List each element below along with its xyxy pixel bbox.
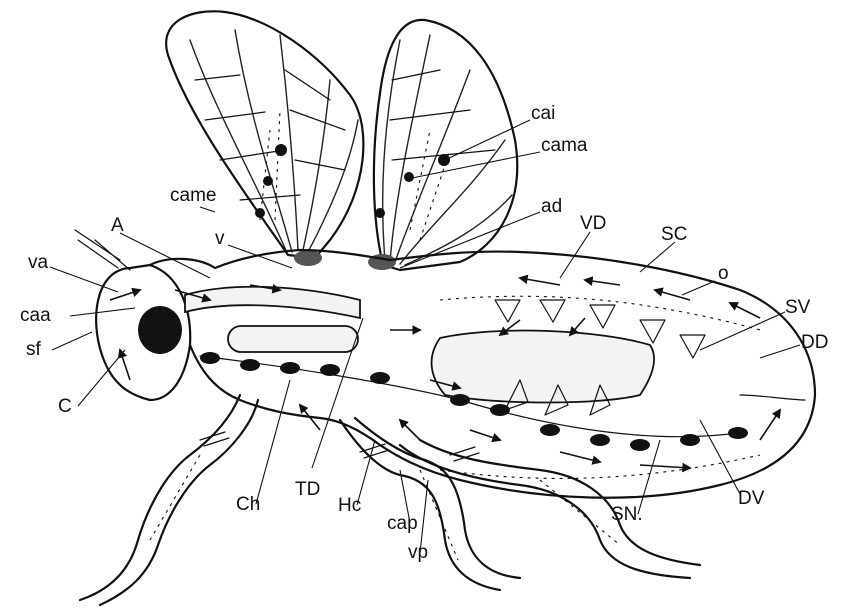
legs <box>80 395 700 605</box>
label-ad: ad <box>541 197 562 216</box>
label-sn: SN. <box>611 505 643 524</box>
label-came: came <box>170 186 216 205</box>
label-ch: Ch <box>236 495 260 514</box>
fore-wing <box>166 11 363 258</box>
label-o: o <box>718 264 729 283</box>
label-caa: caa <box>20 306 51 325</box>
label-dd: DD <box>801 333 828 352</box>
label-hc: Hc <box>338 496 361 515</box>
label-v: v <box>215 229 225 248</box>
hind-wing <box>294 20 517 270</box>
label-sv: SV <box>785 298 810 317</box>
label-cama: cama <box>541 136 587 155</box>
label-vp: vp <box>408 543 428 562</box>
label-dv: DV <box>738 489 764 508</box>
label-a: A <box>111 216 124 235</box>
label-cai: cai <box>531 104 555 123</box>
label-c: C <box>58 397 72 416</box>
label-td: TD <box>295 480 320 499</box>
label-sf: sf <box>26 340 41 359</box>
label-va: va <box>28 253 48 272</box>
label-cap: cap <box>387 514 418 533</box>
label-sc: SC <box>661 225 687 244</box>
label-vd: VD <box>580 214 606 233</box>
